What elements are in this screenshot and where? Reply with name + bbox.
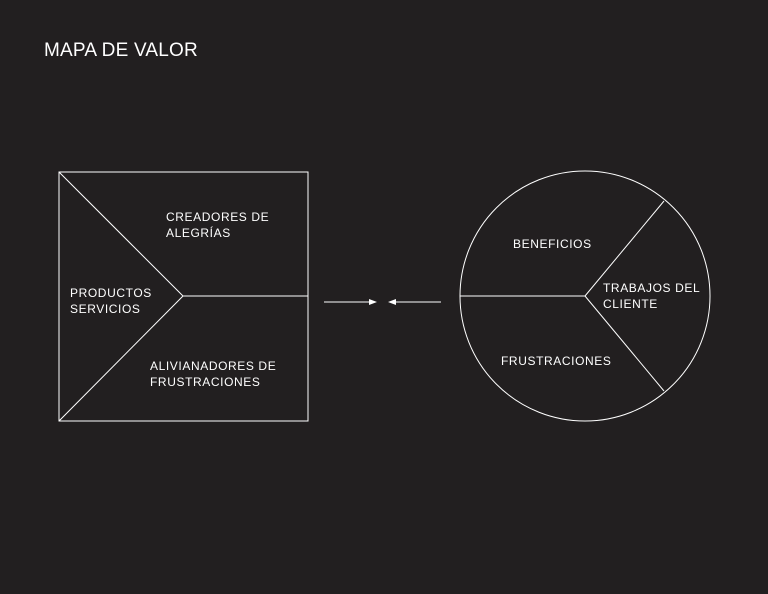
label-productos-line2: SERVICIOS: [70, 302, 141, 316]
label-beneficios: BENEFICIOS: [513, 237, 592, 251]
label-productos-line1: PRODUCTOS: [70, 286, 152, 300]
arrowhead-right-icon: [369, 299, 377, 305]
label-creadores-line2: ALEGRÍAS: [166, 226, 231, 240]
customer-profile-divider-upper: [584, 200, 665, 297]
arrowhead-left-icon: [388, 299, 396, 305]
page-title: MAPA DE VALOR: [44, 40, 198, 61]
customer-profile-divider-lower: [584, 295, 665, 392]
label-alivianadores-line1: ALIVIANADORES DE: [150, 359, 277, 373]
label-alivianadores: ALIVIANADORES DE FRUSTRACIONES: [150, 358, 276, 390]
label-creadores-line1: CREADORES DE: [166, 210, 270, 224]
value-map-divider-upper: [58, 171, 184, 297]
label-alivianadores-line2: FRUSTRACIONES: [150, 375, 261, 389]
label-trabajos-del-cliente: TRABAJOS DEL CLIENTE: [603, 280, 700, 312]
label-frustraciones: FRUSTRACIONES: [501, 354, 612, 368]
label-trabajos-line1: TRABAJOS DEL: [603, 281, 701, 295]
label-productos-servicios: PRODUCTOS SERVICIOS: [70, 285, 152, 317]
label-creadores-de-alegrias: CREADORES DE ALEGRÍAS: [166, 209, 269, 241]
value-map-divider-lower: [58, 295, 184, 422]
label-trabajos-line2: CLIENTE: [603, 297, 658, 311]
